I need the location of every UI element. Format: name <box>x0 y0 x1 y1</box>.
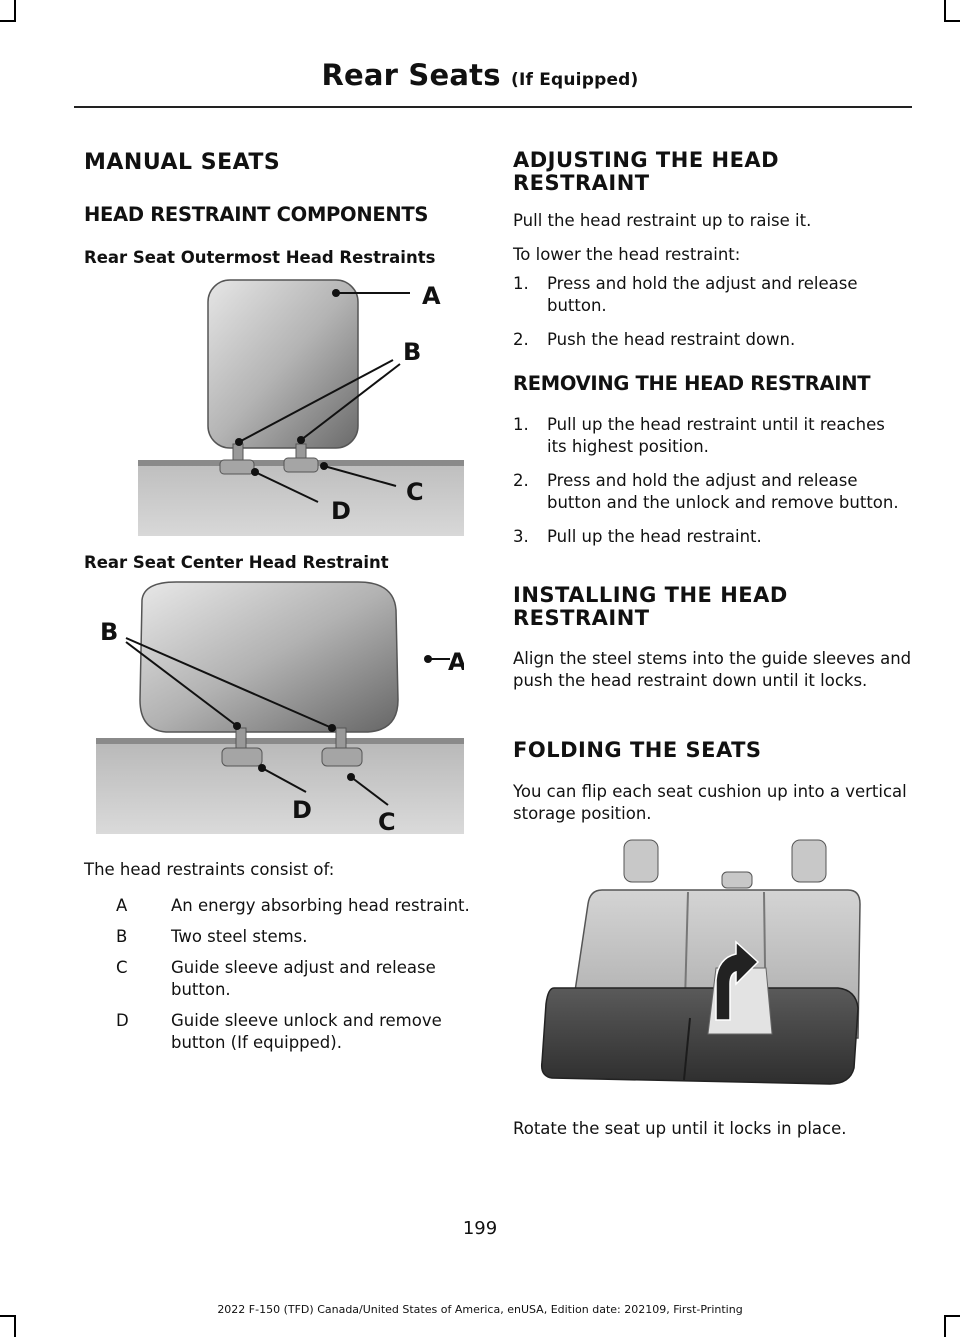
list-item: 1.Pull up the head restraint until it re… <box>513 415 885 456</box>
figure-folding-seat <box>538 838 870 1096</box>
key-text: An energy absorbing head restraint. <box>171 896 470 915</box>
list-item: 1.Press and hold the adjust and release … <box>513 274 858 315</box>
crop-mark <box>0 1315 16 1317</box>
components-key-table: A An energy absorbing head restraint. B Tw… <box>116 895 470 1054</box>
key-text: Guide sleeve unlock and remove button (I… <box>171 1011 442 1052</box>
adjust-title: ADJUSTING THE HEAD RESTRAINT <box>513 148 780 195</box>
fig1-label-c: C <box>406 478 424 506</box>
key-row: C Guide sleeve adjust and release button. <box>116 957 470 1010</box>
subsection-title: HEAD RESTRAINT COMPONENTS <box>84 203 429 226</box>
section-title: MANUAL SEATS <box>84 150 281 175</box>
guide-sleeve-right <box>321 747 363 767</box>
crop-mark <box>944 20 960 22</box>
adjust-paragraph-2: To lower the head restraint: <box>513 245 741 264</box>
page-number: 199 <box>462 1218 498 1239</box>
components-intro: The head restraints consist of: <box>84 860 335 879</box>
key-letter: B <box>116 927 128 946</box>
crop-mark <box>944 1315 946 1337</box>
seat-back-top <box>96 740 464 834</box>
fig2-label-a: A <box>448 648 464 676</box>
list-item: 3.Pull up the head restraint. <box>513 527 762 546</box>
seat-back-top <box>138 460 464 536</box>
install-paragraph: Align the steel stems into the guide sle… <box>513 649 912 690</box>
fig1-label-b: B <box>403 338 421 366</box>
fig2-label-d: D <box>292 796 312 824</box>
key-row: D Guide sleeve unlock and remove button (… <box>116 1010 470 1054</box>
arrow-up-icon <box>715 940 760 1021</box>
fig1-label-a: A <box>422 282 441 310</box>
key-row: A An energy absorbing head restraint. <box>116 895 470 926</box>
crop-mark <box>944 0 946 22</box>
fold-title: FOLDING THE SEATS <box>513 738 762 762</box>
key-letter: D <box>116 1011 129 1030</box>
fig2-label-c: C <box>378 808 396 834</box>
guide-sleeve-right <box>283 457 319 473</box>
crop-mark <box>14 1315 16 1337</box>
figure-caption-center: Rear Seat Center Head Restraint <box>84 553 389 572</box>
header-title: Rear Seats <box>321 58 501 92</box>
fig1-label-d: D <box>331 497 351 525</box>
headrest-right <box>791 839 827 883</box>
key-row: B Two steel stems. <box>116 926 470 957</box>
seat-cushion <box>540 987 859 1085</box>
guide-sleeve-left <box>219 459 255 475</box>
edition-line: 2022 F-150 (TFD) Canada/United States of… <box>217 1303 743 1316</box>
key-letter: A <box>116 896 128 915</box>
adjust-paragraph-1: Pull the head restraint up to raise it. <box>513 211 812 230</box>
remove-steps-list: 1.Pull up the head restraint until it re… <box>513 414 908 548</box>
figure-caption-outermost: Rear Seat Outermost Head Restraints <box>84 248 436 267</box>
head-restraint-pad <box>139 581 399 733</box>
figure-outermost-head-restraint: A B C D <box>138 274 464 536</box>
crop-mark <box>14 0 16 22</box>
list-item: 2.Push the head restraint down. <box>513 330 796 349</box>
guide-sleeve-left <box>221 747 263 767</box>
crop-mark <box>944 1315 960 1317</box>
rotate-paragraph: Rotate the seat up until it locks in pla… <box>513 1119 847 1138</box>
key-text: Two steel stems. <box>171 927 308 946</box>
figure-center-head-restraint: A B C D <box>96 580 464 834</box>
install-title: INSTALLING THE HEAD RESTRAINT <box>513 583 788 630</box>
key-letter: C <box>116 958 128 977</box>
crop-mark <box>0 20 16 22</box>
adjust-steps-list: 1.Press and hold the adjust and release … <box>513 273 908 351</box>
headrest-center <box>721 871 753 889</box>
headrest-left <box>623 839 659 883</box>
head-restraint-pad <box>207 279 359 449</box>
header-subtitle: (If Equipped) <box>510 70 639 90</box>
page-header: Rear Seats (If Equipped) <box>0 58 960 92</box>
fig2-label-b: B <box>100 618 118 646</box>
header-divider <box>74 106 912 108</box>
key-text: Guide sleeve adjust and release button. <box>171 958 436 999</box>
list-item: 2.Press and hold the adjust and release … <box>513 471 899 512</box>
remove-title: REMOVING THE HEAD RESTRAINT <box>513 372 871 395</box>
fold-paragraph: You can flip each seat cushion up into a… <box>513 782 907 823</box>
